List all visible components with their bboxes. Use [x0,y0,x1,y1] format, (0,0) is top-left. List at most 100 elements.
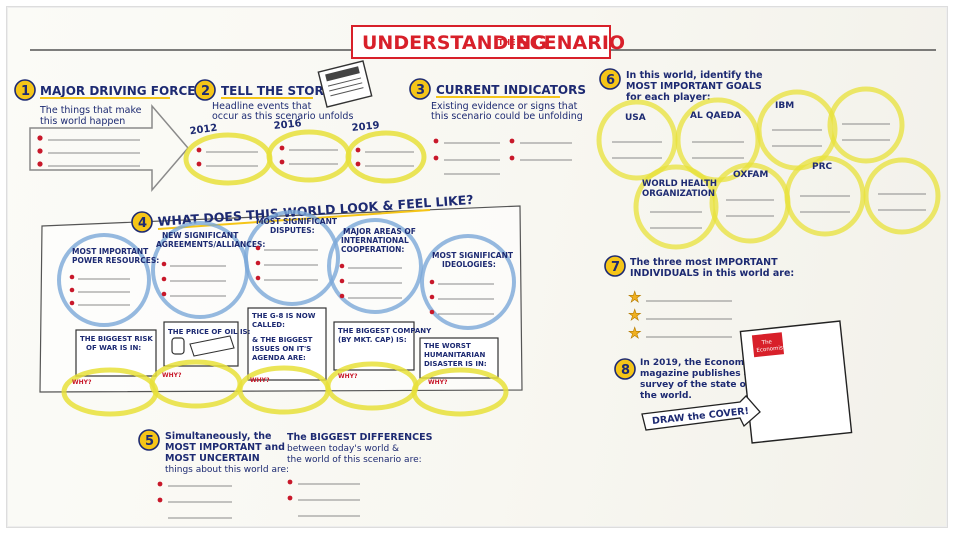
driving-forces-arrow [29,103,189,193]
player-ibm: IBM [775,101,794,111]
why-ovals [61,359,509,417]
player-circles [596,86,941,250]
section-6-badge [599,68,621,90]
section-7: 7 The three most IMPORTANT INDIVIDUALS i… [604,255,794,342]
c3-label-2: DISPUTES: [270,226,315,235]
section-2: 2 TELL THE STORY Headline events that oc… [183,60,427,186]
c3-label-1: MOST SIGNIFICANT [256,217,338,226]
section-2-badge [194,79,216,101]
b3-label-2: CALLED: [252,321,285,329]
driving-forces-lines [37,135,140,167]
section-1-heading: MAJOR DRIVING FORCES [40,84,204,98]
magazine-brand-2: Economist [756,345,786,354]
world-blue-circles [57,210,516,330]
c1-label-1: MOST IMPORTANT [72,247,149,256]
b5-label-3: DISASTER IS IN: [424,360,487,368]
section-8-text-1: In 2019, the Economist [640,358,758,368]
section-5-a-2: MOST IMPORTANT and [165,442,285,453]
c1-label-2: POWER RESOURCES: [72,256,159,265]
player-prc: PRC [812,162,833,172]
section-6-number: 6 [606,73,615,88]
c4-label-1: MAJOR AREAS OF [343,227,416,236]
section-3-number: 3 [416,83,425,98]
section-2-heading: TELL THE STORY [221,84,332,98]
star-icon: ★ [628,306,641,324]
section-2-number: 2 [201,84,210,99]
section-8-number: 8 [621,363,630,378]
player-who-1: WORLD HEALTH [642,179,717,189]
section-3-sub1: Existing evidence or signs that [431,101,578,112]
section-5: 5 Simultaneously, the MOST IMPORTANT and… [138,429,433,519]
section-3-badge [409,78,431,100]
section-4-underline [157,209,431,230]
indicator-lines [433,138,572,175]
player-lines [612,123,926,229]
b4-label-1: THE BIGGEST COMPANY [338,327,432,335]
c5-label-1: MOST SIGNIFICANT [432,251,514,260]
section-5-a-3: MOST UNCERTAIN [165,453,260,464]
section-1-sub2: this world happen [40,116,125,127]
section-1-sub1: The things that make [39,105,142,116]
c4-label-3: COOPERATION: [341,245,404,254]
section-1-badge [14,79,36,101]
section-5-lines [157,479,360,519]
section-8-text-3: survey of the state of [640,380,750,390]
star-icon: ★ [628,288,641,306]
player-who-2: ORGANIZATION [642,189,715,199]
section-6-heading-1: In this world, identify the [626,70,763,81]
draw-cover-arrow [641,395,761,431]
title-left: UNDERSTANDING [362,32,547,54]
b1-label-1: THE BIGGEST RISK [80,335,153,343]
why-2: WHY? [162,372,182,379]
player-usa: USA [625,113,646,123]
magazine-cover: The Economist [739,320,853,444]
section-5-number: 5 [145,434,154,449]
c2-label-1: NEW SIGNIFICANT [162,231,239,240]
title-mid: THE [498,38,516,47]
title-right: SCENARIO [516,32,625,54]
b5-label-1: THE WORST [424,342,471,350]
player-al-qaeda: AL QAEDA [690,111,741,121]
section-8-text-2: magazine publishes a [640,369,750,379]
b1-label-2: OF WAR IS IN: [86,344,141,352]
section-8: 8 In 2019, the Economist magazine publis… [614,320,853,444]
section-3-heading: CURRENT INDICATORS [436,83,586,97]
section-7-heading-2: INDIVIDUALS in this world are: [630,268,794,279]
b3-label-5: AGENDA ARE: [252,354,306,362]
why-5: WHY? [428,379,448,386]
world-circle-lines [69,245,494,315]
b3-label-3: & THE BIGGEST [252,336,313,344]
section-5-b-2: between today's world & [287,444,399,454]
section-4: 4 WHAT DOES THIS WORLD LOOK & FEEL LIKE?… [39,192,523,417]
section-7-heading-1: The three most IMPORTANT [630,257,778,268]
section-6: 6 In this world, identify the MOST IMPOR… [596,68,941,250]
c4-label-2: INTERNATIONAL [341,236,409,245]
section-4-badge [131,211,153,233]
section-1: 1 MAJOR DRIVING FORCES The things that m… [14,79,204,193]
why-3: WHY? [250,377,270,384]
section-6-heading-3: for each player: [626,92,711,103]
year-2012: 2012 [189,123,218,138]
why-4: WHY? [338,373,358,380]
section-3-sub2: this scenario could be unfolding [431,111,583,122]
title-box [351,25,611,59]
why-1: WHY? [72,379,92,386]
newspaper-icon [317,60,373,108]
section-5-a-1: Simultaneously, the [165,431,272,442]
section-7-number: 7 [611,260,620,275]
section-8-badge [614,358,636,380]
timeline-ovals [183,129,427,186]
section-2-sub2: occur as this scenario unfolds [212,111,353,122]
b5-label-2: HUMANITARIAN [424,351,485,359]
section-7-badge [604,255,626,277]
section-6-heading-2: MOST IMPORTANT GOALS [626,81,762,92]
individuals-list: ★ ★ ★ [628,288,732,342]
c5-label-2: IDEOLOGIES: [442,260,496,269]
section-1-number: 1 [21,84,30,99]
section-5-b-1: The BIGGEST DIFFERENCES [287,432,433,443]
oil-price-tag-icon [171,335,235,357]
section-8-text-4: the world. [640,391,692,401]
section-5-badge [138,429,160,451]
